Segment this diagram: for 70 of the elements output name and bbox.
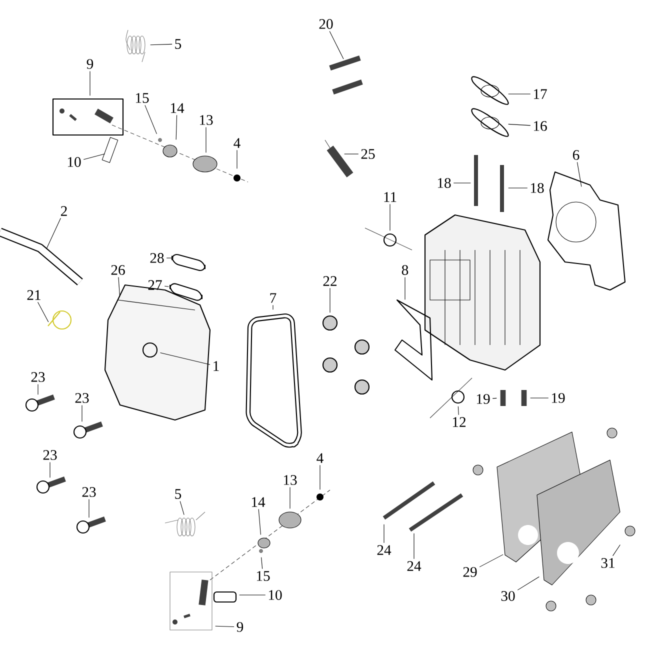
callout-number: 5 — [175, 489, 182, 499]
leader-line — [404, 276, 406, 300]
callout-number: 20 — [319, 19, 333, 29]
leader-line — [46, 218, 61, 250]
leader-line — [180, 500, 184, 516]
callout-number: 30 — [501, 591, 515, 601]
leader-line — [329, 30, 344, 60]
leader-line — [160, 352, 210, 365]
leader-line — [492, 398, 497, 399]
leader-line — [236, 150, 238, 169]
callout-number: 24 — [407, 561, 422, 571]
callout-number: 8 — [402, 265, 408, 275]
leader-line — [144, 104, 157, 134]
callout-number: 27 — [148, 280, 162, 290]
leader-line — [215, 626, 234, 628]
leader-line — [517, 576, 540, 590]
callout-number: 2 — [60, 206, 67, 216]
callout-number: 10 — [68, 157, 81, 167]
callout-number: 1 — [214, 361, 219, 371]
leader-line — [239, 594, 266, 596]
leader-line — [38, 302, 49, 322]
leader-line — [508, 124, 531, 126]
leader-line — [150, 44, 172, 46]
callout-number: 24 — [377, 545, 392, 555]
leader-line — [272, 304, 274, 310]
leader-line — [458, 406, 459, 416]
callout-number: 21 — [27, 290, 40, 300]
callout-number: 14 — [170, 103, 184, 113]
callout-number: 11 — [384, 192, 396, 202]
leader-line — [479, 554, 504, 568]
callout-number: 25 — [361, 149, 375, 159]
callout-number: 15 — [256, 571, 270, 581]
callout-number: 23 — [75, 393, 89, 403]
callout-number: 4 — [234, 138, 240, 148]
callout-number: 14 — [252, 497, 266, 507]
callout-number: 18 — [530, 183, 544, 193]
leader-line — [258, 508, 261, 535]
callout-number: 28 — [150, 253, 164, 263]
callout-number: 16 — [534, 121, 547, 131]
callout-number: 19 — [552, 393, 565, 403]
callout-number: 13 — [284, 475, 297, 485]
callout-number: 15 — [136, 93, 149, 103]
callout-number: 13 — [200, 115, 213, 125]
callout-number: 22 — [323, 276, 337, 286]
leader-line — [576, 162, 582, 187]
leader-line — [164, 286, 169, 287]
leader-line — [261, 557, 263, 570]
callout-number: 6 — [572, 150, 580, 160]
leader-line — [88, 498, 90, 518]
callout-number: 19 — [476, 394, 490, 404]
callout-number: 12 — [452, 417, 466, 427]
callout-number: 4 — [316, 453, 324, 463]
callout-number: 26 — [111, 265, 125, 275]
callout-number: 7 — [270, 293, 276, 303]
callout-number: 23 — [82, 487, 96, 497]
callout-number: 23 — [43, 450, 57, 460]
callout-number: 9 — [236, 622, 244, 632]
callout-number: 18 — [438, 178, 451, 188]
callout-number: 9 — [86, 59, 94, 69]
leader-line — [118, 276, 120, 297]
leader-line — [176, 114, 178, 140]
callout-number: 10 — [268, 590, 282, 600]
callout-number: 29 — [463, 567, 477, 577]
callout-number: 31 — [601, 558, 614, 568]
callout-number: 5 — [175, 39, 182, 49]
callout-number: 23 — [31, 372, 45, 382]
leader-line — [612, 544, 620, 556]
callout-number: 17 — [534, 89, 547, 99]
leader-line — [83, 154, 106, 160]
leader-line — [453, 182, 471, 184]
